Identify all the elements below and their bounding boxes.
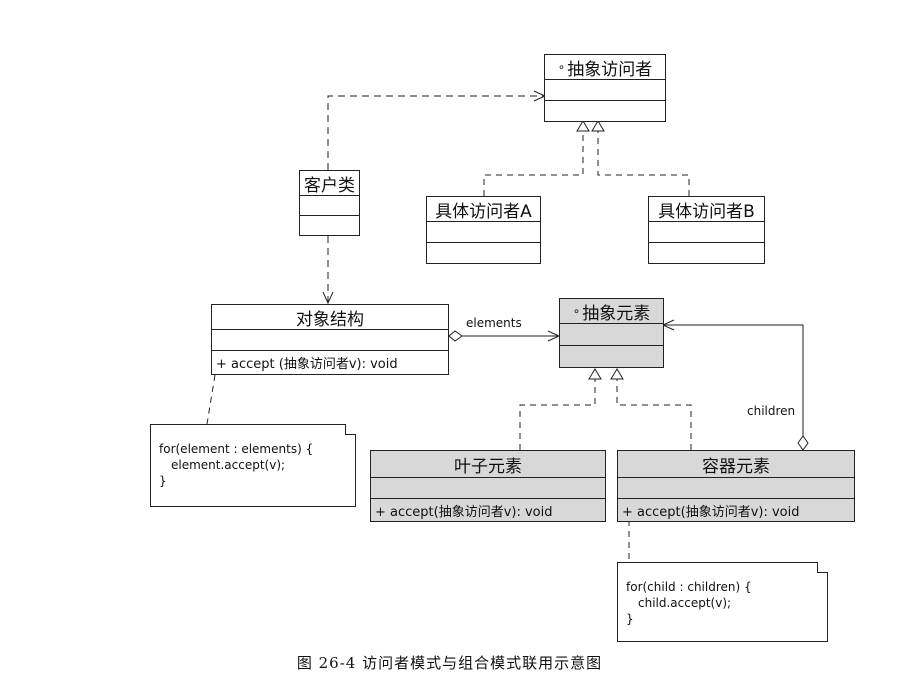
note-line: child.accept(v); (638, 596, 732, 610)
attributes-compartment (545, 79, 665, 100)
leaf-realization (519, 378, 596, 450)
figure-caption: 图 26-4 访问者模式与组合模式联用示意图 (296, 654, 603, 672)
operations-compartment (545, 100, 665, 121)
note-line: element.accept(v); (171, 458, 286, 472)
note-fold-corner (817, 562, 828, 573)
class-concrete-visitor-b: 具体访问者B (648, 196, 765, 264)
realization-triangle (610, 368, 624, 380)
class-concrete-visitor-a: 具体访问者A (426, 196, 541, 264)
aggregation-diamond (448, 330, 463, 342)
operations-compartment (560, 345, 663, 367)
note-line: } (626, 612, 634, 626)
note-line: } (159, 474, 167, 488)
client-visitor-dependency (327, 95, 544, 170)
attributes-compartment (427, 221, 540, 242)
realization-triangle (588, 368, 602, 380)
aggregation-diamond (797, 435, 809, 451)
operation-accept: + accept(抽象访问者v): void (618, 498, 854, 521)
class-name: 容器元素 (702, 456, 770, 477)
children-aggregation (664, 324, 804, 436)
container-realization (616, 378, 692, 450)
interface-icon: ∘ (557, 60, 566, 74)
class-name: 具体访问者A (435, 201, 532, 222)
attributes-compartment (371, 477, 605, 498)
operations-compartment (300, 215, 359, 235)
note-container-loop: for(child : children) { child.accept(v);… (617, 562, 828, 642)
operation-accept: + accept(抽象访问者v): void (371, 498, 605, 521)
class-name: 客户类 (304, 175, 355, 196)
visitor-b-realization (597, 130, 690, 196)
note-structure-loop: for(element : elements) { element.accept… (150, 424, 356, 507)
class-name: 对象结构 (296, 309, 364, 330)
class-object-structure: 对象结构 + accept (抽象访问者v): void (211, 304, 449, 375)
operations-compartment (427, 242, 540, 263)
operation-accept: + accept (抽象访问者v): void (212, 350, 448, 374)
structure-note-anchor (206, 374, 216, 425)
realization-triangle (591, 120, 605, 132)
elements-role-label: elements (466, 316, 522, 330)
class-name: 抽象元素 (582, 303, 651, 324)
class-client: 客户类 (299, 170, 360, 236)
note-line: for(child : children) { (626, 580, 752, 594)
attributes-compartment (560, 323, 663, 345)
class-name: 叶子元素 (454, 456, 522, 477)
dependency-arrowhead (322, 291, 334, 305)
class-abstract-element: ∘ 抽象元素 (559, 298, 664, 368)
realization-triangle (576, 120, 590, 132)
note-fold-corner (345, 424, 356, 435)
note-line: for(element : elements) { (159, 442, 314, 456)
class-leaf-element: 叶子元素 + accept(抽象访问者v): void (370, 450, 606, 522)
attributes-compartment (300, 195, 359, 215)
children-role-label: children (747, 404, 796, 418)
visitor-a-realization (483, 130, 584, 196)
class-name: 抽象访问者 (567, 59, 653, 80)
interface-icon: ∘ (572, 304, 581, 318)
class-name: 具体访问者B (658, 201, 755, 222)
attributes-compartment (618, 477, 854, 498)
attributes-compartment (212, 329, 448, 350)
operations-compartment (649, 242, 764, 263)
class-container-element: 容器元素 + accept(抽象访问者v): void (617, 450, 855, 522)
class-abstract-visitor: ∘ 抽象访问者 (544, 54, 666, 122)
attributes-compartment (649, 221, 764, 242)
